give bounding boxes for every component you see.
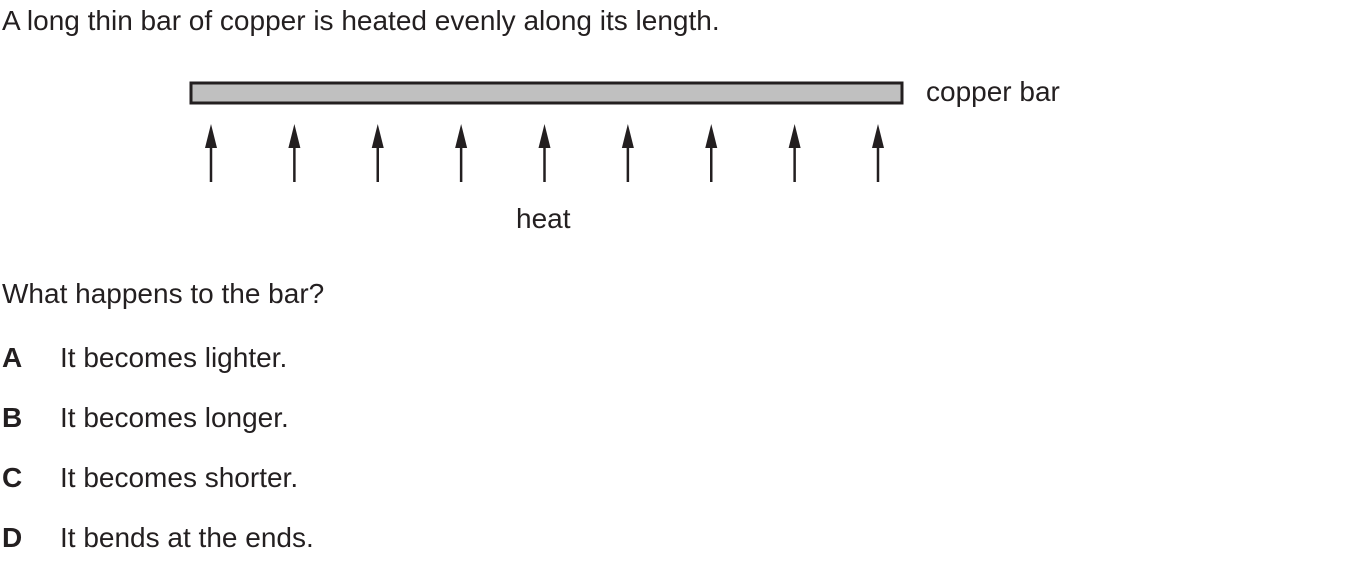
answer-options: A It becomes lighter. B It becomes longe… xyxy=(2,340,314,580)
heat-arrow-head xyxy=(705,124,718,148)
option-letter: B xyxy=(2,402,23,433)
option-text: It becomes longer. xyxy=(60,402,289,433)
option-b[interactable]: B It becomes longer. xyxy=(2,400,314,460)
option-d[interactable]: D It bends at the ends. xyxy=(2,520,314,580)
option-c[interactable]: C It becomes shorter. xyxy=(2,460,314,520)
option-a[interactable]: A It becomes lighter. xyxy=(2,340,314,400)
figure-drawing xyxy=(189,81,904,182)
heat-arrow-head xyxy=(288,124,301,148)
heat-arrow-head xyxy=(788,124,801,148)
heat-arrow-head xyxy=(621,124,634,148)
option-text: It becomes shorter. xyxy=(60,462,299,493)
copper-bar-label: copper bar xyxy=(926,76,1060,107)
heat-arrow-head xyxy=(872,124,884,148)
heat-arrow-head xyxy=(538,124,551,148)
heat-arrow-head xyxy=(455,124,468,148)
heat-arrow-head xyxy=(205,124,217,148)
heat-label: heat xyxy=(516,203,571,234)
copper-bar-figure: copper bar heat xyxy=(0,60,1354,250)
option-letter: C xyxy=(2,462,23,493)
option-letter: A xyxy=(2,342,23,373)
option-text: It bends at the ends. xyxy=(60,522,314,553)
option-text: It becomes lighter. xyxy=(60,342,288,373)
question-stem: A long thin bar of copper is heated even… xyxy=(2,5,720,36)
heat-arrow-head xyxy=(371,124,384,148)
question-text: What happens to the bar? xyxy=(2,278,325,309)
heat-arrows xyxy=(205,124,884,182)
copper-bar xyxy=(189,81,904,105)
option-letter: D xyxy=(2,522,23,553)
